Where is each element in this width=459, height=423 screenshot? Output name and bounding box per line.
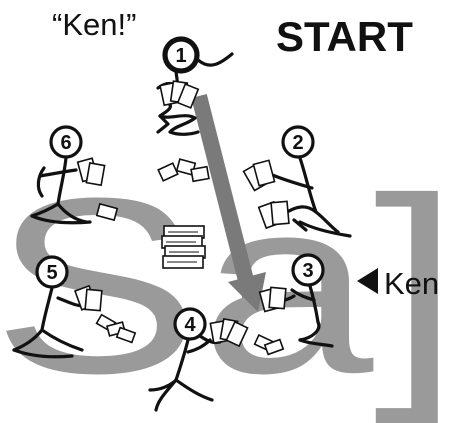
callout-text: “Ken!” (52, 7, 136, 42)
player-6-number: 6 (60, 132, 71, 154)
player-1-hand (160, 81, 198, 108)
pointer-label: Ken (384, 266, 439, 301)
title-text: START (276, 13, 413, 60)
player-5-number: 5 (46, 262, 57, 284)
card-deck-icon (162, 226, 205, 268)
player-4-number: 4 (184, 314, 196, 336)
player-1-number: 1 (175, 45, 186, 67)
player-2-number: 2 (292, 132, 303, 154)
player-3-number: 3 (302, 260, 313, 282)
